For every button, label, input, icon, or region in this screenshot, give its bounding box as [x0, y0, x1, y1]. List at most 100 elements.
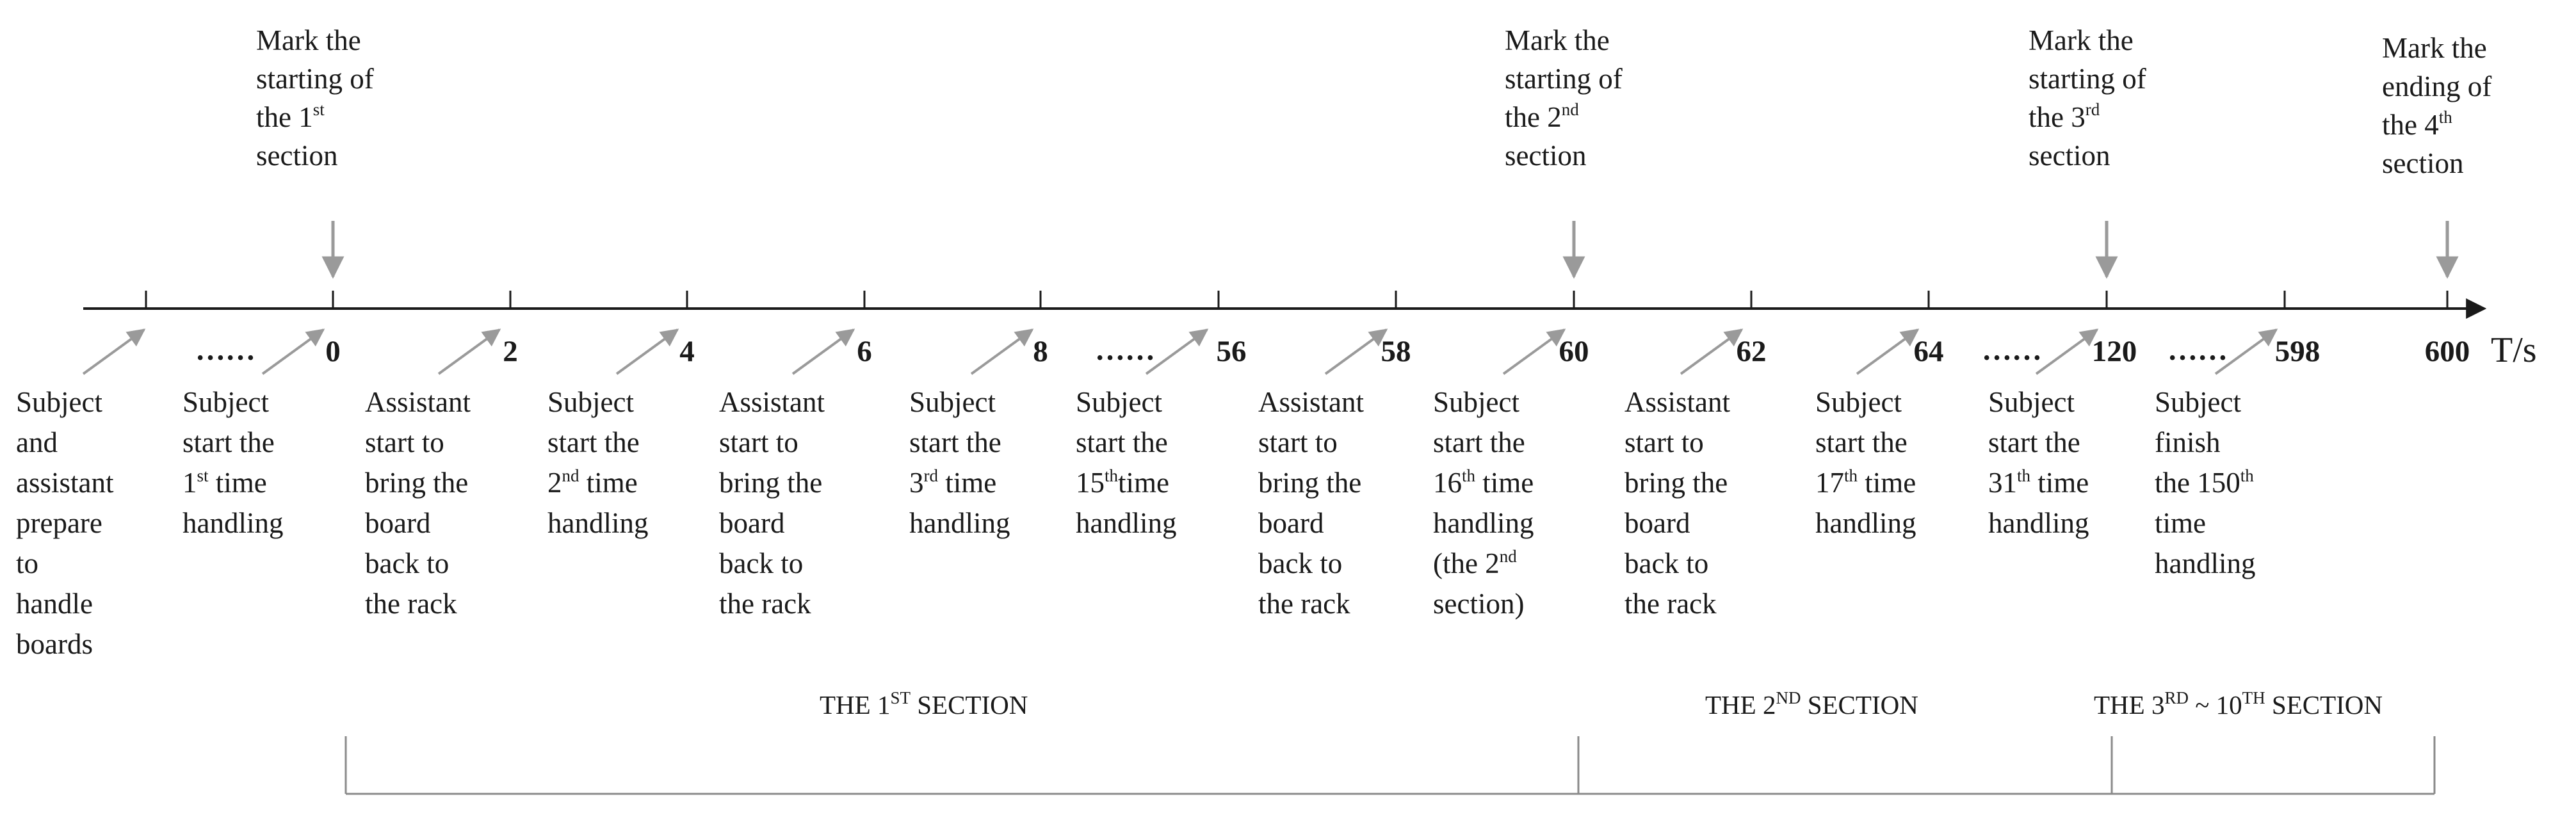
description-line: handling	[909, 507, 1010, 539]
description-line: Subject	[547, 386, 634, 418]
description-line: Subject	[1433, 386, 1519, 418]
pointer-arrow	[615, 328, 679, 375]
description-line: handling	[2155, 547, 2255, 579]
description-line: back to	[719, 547, 803, 579]
description-line: to	[16, 547, 38, 579]
marker-label-line: starting of	[2029, 63, 2146, 95]
axis-ellipsis: ……	[195, 334, 255, 367]
description-line: Subject	[1076, 386, 1162, 418]
section-label: THE 1ST SECTION	[820, 688, 1028, 720]
description-line: Subject	[909, 386, 996, 418]
description-line: finish	[2155, 426, 2221, 458]
description-line: bring the	[365, 467, 468, 499]
axis-ticks	[145, 291, 2449, 309]
description-line: Subject	[16, 386, 102, 418]
description-line: assistant	[16, 467, 114, 499]
description-line: Assistant	[1624, 386, 1731, 418]
tick-label: 60	[1559, 335, 1589, 368]
description-line: the rack	[719, 588, 811, 620]
description-line: back to	[1624, 547, 1708, 579]
marker-label-line: Mark the	[2382, 32, 2487, 64]
tick-label: 2	[503, 335, 518, 368]
event-descriptions: Subjectandassistantpreparetohandleboards…	[16, 386, 2255, 660]
description-line: the rack	[365, 588, 457, 620]
description-line: handling	[1988, 507, 2089, 539]
event-pointer-arrows	[82, 328, 2278, 375]
marker-label-line: the 2nd	[1505, 100, 1579, 133]
pointer-arrow	[2214, 328, 2278, 375]
tick-label: 600	[2425, 335, 2470, 368]
description-line: 17th time	[1815, 466, 1916, 499]
description-line: and	[16, 426, 58, 458]
marker-label-line: section	[1505, 140, 1586, 172]
tick-label: 0	[325, 335, 341, 368]
pointer-arrow	[261, 328, 325, 375]
marker-label-line: Mark the	[2029, 24, 2134, 56]
marker-label-line: starting of	[256, 63, 374, 95]
pointer-arrow	[437, 328, 501, 375]
description-line: start to	[719, 426, 798, 458]
description-line: 1st time	[182, 466, 267, 499]
description-line: boards	[16, 628, 93, 660]
description-line: board	[1624, 507, 1690, 539]
axis-ellipsis: ……	[1982, 334, 2042, 367]
marker-label-line: the 3rd	[2029, 100, 2100, 133]
marker-label-line: starting of	[1505, 63, 1623, 95]
description-line: Assistant	[1258, 386, 1365, 418]
marker-label-line: Mark the	[256, 24, 361, 56]
description-line: handling	[1076, 507, 1176, 539]
description-line: 16th time	[1433, 466, 1534, 499]
description-line: handle	[16, 588, 93, 620]
description-line: bring the	[719, 467, 822, 499]
section-markers: Mark the starting of the 1st section Mark th…	[256, 24, 2491, 279]
description-line: 31th time	[1988, 466, 2089, 499]
pointer-arrow	[2035, 328, 2099, 375]
section-label: THE 2ND SECTION	[1705, 688, 1918, 720]
description-line: start the	[1988, 426, 2080, 458]
description-line: prepare	[16, 507, 102, 539]
description-line: the rack	[1258, 588, 1350, 620]
description-line: handling	[1433, 507, 1534, 539]
description-line: 2nd time	[547, 466, 638, 499]
tick-label: 598	[2275, 335, 2321, 368]
pointer-arrow	[1856, 328, 1920, 375]
description-line: start the	[182, 426, 275, 458]
description-line: board	[1258, 507, 1324, 539]
description-line: Subject	[2155, 386, 2241, 418]
marker-label-line: the 4th	[2382, 108, 2452, 141]
description-line: start to	[365, 426, 444, 458]
tick-label: 64	[1914, 335, 1944, 368]
description-line: board	[719, 507, 784, 539]
description-line: handling	[547, 507, 648, 539]
pointer-arrow	[1145, 328, 1209, 375]
section-label: THE 3RD ~ 10TH SECTION	[2094, 688, 2383, 720]
description-line: Subject	[1988, 386, 2075, 418]
description-line: the rack	[1624, 588, 1717, 620]
tick-label: 120	[2092, 335, 2137, 368]
description-line: back to	[365, 547, 449, 579]
tick-label: 58	[1381, 335, 1411, 368]
description-line: start the	[547, 426, 640, 458]
tick-label: 6	[857, 335, 872, 368]
marker-label-line: the 1st	[256, 100, 325, 133]
description-line: the 150th	[2155, 466, 2254, 499]
marker-label-line: section	[256, 140, 337, 172]
description-line: start to	[1258, 426, 1338, 458]
pointer-arrow	[970, 328, 1034, 375]
description-line: Assistant	[365, 386, 471, 418]
axis-ellipsis: ……	[1095, 334, 1155, 367]
description-line: section)	[1433, 588, 1524, 620]
description-line: board	[365, 507, 430, 539]
description-line: start the	[1433, 426, 1525, 458]
description-line: Subject	[182, 386, 269, 418]
axis-unit-label: T/s	[2491, 330, 2537, 370]
pointer-arrow	[1324, 328, 1388, 375]
description-line: start to	[1624, 426, 1704, 458]
pointer-arrow	[1680, 328, 1744, 375]
marker-label-line: section	[2382, 147, 2463, 179]
description-line: bring the	[1624, 467, 1728, 499]
pointer-arrow	[791, 328, 855, 375]
axis-ellipsis: ……	[2167, 334, 2228, 367]
